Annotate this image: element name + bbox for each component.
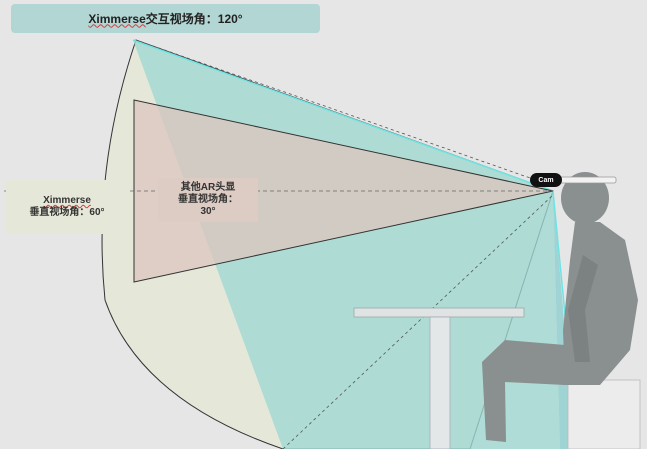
person-legs [482,340,565,442]
stool [567,379,641,449]
other-ar-fov-label: 其他AR头显 垂直视场角： 30° [158,178,258,222]
dashed-lower-line [282,194,554,449]
other-ar-label-caption: 垂直视场角： [178,194,238,205]
table-leg [429,316,451,449]
title-text: 交互视场角：120° [145,12,243,26]
ximmerse-label-value: 垂直视场角：60° [29,207,105,218]
other-ar-label-name: 其他AR头显 [180,182,236,193]
table-top [353,307,525,318]
person-arm [568,255,598,362]
title-brand: Ximmerse [88,11,146,26]
seated-person [482,172,638,442]
other-ar-label-value: 30° [200,206,216,217]
dashed-upper-line [135,39,554,187]
ximmerse-label-brand: Ximmerse [43,195,91,206]
camera-badge: Cam [530,173,562,187]
person-head [561,172,609,224]
fov-upper-edge [132,39,554,192]
ximmerse-fov-label: Ximmerse 垂直视场角：60° [6,180,128,234]
